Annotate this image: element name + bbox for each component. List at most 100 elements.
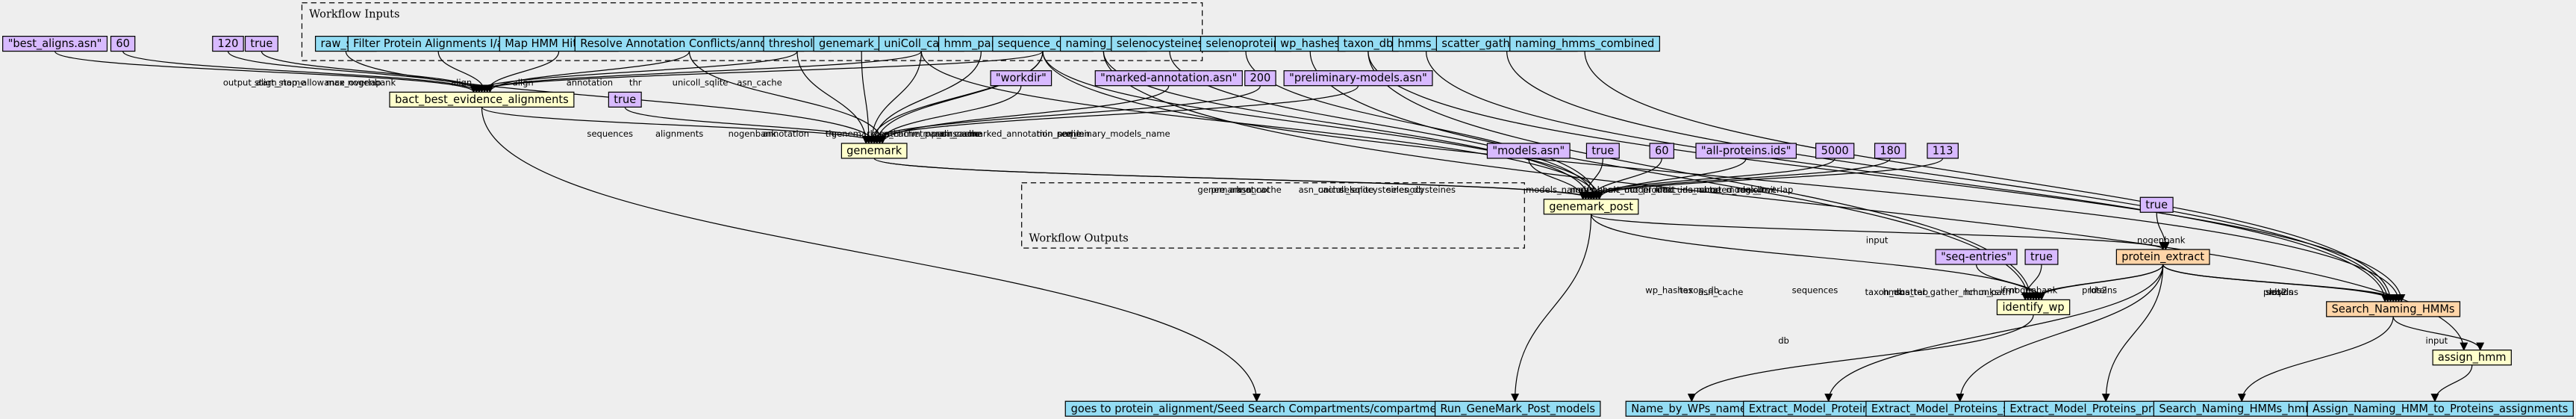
node-label: Resolve Annotation Conflicts/annotation [580,37,798,50]
node-label: thresholds [769,37,826,50]
edge-lit_prelim-to-st_genemark [864,85,1359,145]
node-label: Name_by_WPs_names [1631,403,1752,415]
node-in-filter-protein[interactable]: Filter Protein Alignments I/align [347,35,529,52]
node-box [1094,70,1243,87]
node-label: "best_aligns.asn" [8,37,102,50]
node-label: "preliminary-models.asn" [1289,72,1427,84]
edge-label: sequences [587,128,633,139]
node-out-name-by-wps[interactable]: Name_by_WPs_names [1625,400,1759,417]
edge-label: asn_cache [935,128,979,139]
node-out-proteins[interactable]: Extract_Model_Proteins_proteins [2003,400,2192,417]
node-sw-protein-extract[interactable]: protein_extract [2115,249,2210,265]
edge-label: taxon_db [1865,287,1905,297]
node-label: genemark_post [1549,200,1633,213]
edge-layer [54,51,2485,403]
edge-label: db [1778,335,1789,346]
node-lit-200[interactable]: 200 [1244,70,1276,87]
node-in-selenocysteines-db[interactable]: selenocysteines_db [1111,35,1229,52]
edge-sw_protein_extract-to-out_lds2 [1824,264,2164,403]
node-lit-true-d[interactable]: true [2139,196,2174,213]
edge-label: nogenbank [2009,285,2058,296]
edge-label: wp_hashes [1645,285,1692,296]
node-box [608,91,642,108]
edge-label-layer: output_align_namestart_stop_allowancemax… [223,78,2448,347]
node-in-taxon-db[interactable]: taxon_db [1338,35,1399,52]
edge-st_identify_wp-to-out_name_by_wps [1687,314,2034,403]
node-out-assign[interactable]: Assign_Naming_HMM_to_Proteins_assignment… [2307,400,2574,417]
node-lit-allprot[interactable]: "all-proteins.ids" [1695,143,1797,159]
edge-label: selenocysteines_db [1340,184,1424,195]
edge-in_genemark_path-to-st_genemark [861,51,873,145]
edge-lit_113-to-st_genemark_post [1584,158,1944,200]
node-box [1695,143,1797,159]
node-label: Extract_Model_Proteins_seqids [1871,403,2038,415]
node-box [389,91,575,108]
edge-label: max_overlap [326,78,381,88]
workflow-inputs-label: Workflow Inputs [309,8,399,21]
node-st-genemark[interactable]: genemark [841,143,908,159]
edge-in_taxon_db-to-st_identify_wp [1367,51,2035,301]
node-lit-true-e[interactable]: true [2024,249,2059,265]
node-lit-best-aligns[interactable]: "best_aligns.asn" [2,35,108,52]
edge-label: models_name [1526,184,1585,195]
edge-label: min_seq_len [1037,128,1090,139]
node-label: 180 [1880,144,1900,157]
node-lit-prelim[interactable]: "preliminary-models.asn" [1283,70,1433,87]
node-label: 5000 [1821,144,1849,157]
node-lit-marked[interactable]: "marked-annotation.asn" [1094,70,1243,87]
node-label: bact_best_evidence_alignments [395,93,569,106]
node-lit-true-b[interactable]: true [608,91,642,108]
edge-label: asn_cache [737,78,782,88]
node-out-run-genemark[interactable]: Run_GeneMark_Post_models [1434,400,1601,417]
node-in-wp-hashes[interactable]: wp_hashes [1274,35,1346,52]
node-label: 200 [1250,72,1270,84]
edge-label: lds2 [2269,287,2287,297]
node-lit-180[interactable]: 180 [1874,143,1906,159]
node-lit-5000[interactable]: 5000 [1815,143,1855,159]
edge-label: nogenbank [348,78,396,88]
edge-label: align [513,78,534,88]
edge-label: nogenbank [1571,184,1619,195]
node-sw-search-naming[interactable]: Search_Naming_HMMs [2326,301,2461,317]
edge-st_genemark-to-st_genemark_post [873,158,1598,200]
node-in-selenoproteins[interactable]: selenoproteins [1200,35,1292,52]
edge-label: hmms_tab [1883,287,1928,297]
node-in-resolve[interactable]: Resolve Annotation Conflicts/annotation [574,35,805,52]
node-st-assign-hmm[interactable]: assign_hmm [2432,350,2512,366]
node-box [1244,70,1276,87]
node-lit-true-a[interactable]: true [244,35,278,52]
node-label: 113 [1933,144,1953,157]
node-label: Run_GeneMark_Post_models [1440,403,1595,415]
node-lit-models[interactable]: "models.asn" [1486,143,1571,159]
node-lit-60b[interactable]: 60 [1649,143,1674,159]
node-label: assign_hmm [2438,351,2507,364]
node-lit-workdir[interactable]: "workdir" [990,70,1052,87]
node-lit-113[interactable]: 113 [1927,143,1959,159]
node-st-identify-wp[interactable]: identify_wp [1996,299,2071,315]
edge-in_resolve-to-st_genemark [688,51,887,145]
edge-label: asn_cache [1698,287,1743,297]
node-st-bact-best[interactable]: bact_best_evidence_alignments [389,91,575,108]
node-label: protein_extract [2121,250,2204,263]
node-out-hmm-hits[interactable]: Search_Naming_HMMs_hmm_hits [2153,400,2347,417]
node-lit-60a[interactable]: 60 [110,35,136,52]
edge-label: asn_cache [1299,184,1344,195]
edge-in_unicoll_cache-to-st_genemark_post [920,51,1601,200]
edge-label: genemark_annot [1197,184,1270,195]
edge-in_hmms_tab-to-sw_search_naming [1425,51,2389,303]
edge-in_sequence_cache-to-st_genemark [867,51,1044,145]
node-out-goes-to[interactable]: goes to protein_alignment/Seed Search Co… [1064,400,1459,417]
edge-label: input [1866,235,1889,245]
node-lit-120[interactable]: 120 [212,35,244,52]
node-in-naming-hmms[interactable]: naming_hmms_combined [1509,35,1660,52]
node-lit-seqentries[interactable]: "seq-entries" [1935,249,2018,265]
edge-in_thresholds-to-st_genemark [796,51,870,145]
node-label: goes to protein_alignment/Seed Search Co… [1071,403,1453,415]
node-st-genemark-post[interactable]: genemark_post [1543,199,1639,215]
node-box [1486,143,1571,159]
node-lit-true-c[interactable]: true [1585,143,1620,159]
node-label: naming_hmms_combined [1515,37,1655,50]
edge-sw_protein_extract-to-out_proteins [2101,264,2164,403]
node-box [2024,249,2059,265]
edge-label: nogenbank [729,128,777,139]
